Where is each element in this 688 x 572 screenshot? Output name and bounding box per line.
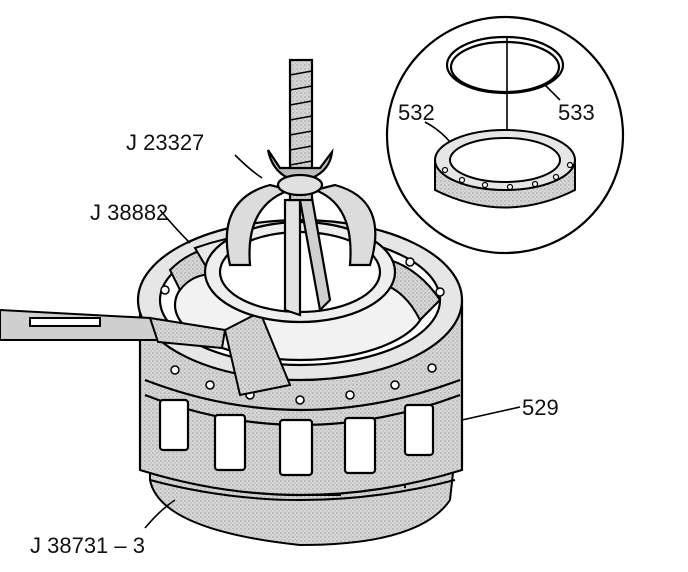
leader-533 [544, 84, 561, 101]
detail-inset [385, 15, 625, 255]
leader-j38882 [159, 209, 191, 244]
callout-j38731-3: J 38731 – 3 [30, 533, 145, 558]
callout-j23327: J 23327 [126, 130, 204, 155]
callout-532: 532 [398, 100, 435, 125]
callout-j38882: J 38882 [90, 200, 168, 225]
spring-assembly-532 [434, 129, 576, 209]
leader-532 [424, 121, 451, 143]
callout-529: 529 [522, 395, 559, 420]
screwdriver [0, 308, 227, 350]
leader-529 [461, 406, 521, 421]
compressor-tool-j23327 [203, 58, 397, 324]
leader-lines [144, 84, 561, 529]
snap-ring-533 [445, 35, 565, 95]
callout-533: 533 [558, 100, 595, 125]
leader-j38731-3 [144, 499, 176, 529]
leader-j23327 [234, 154, 263, 179]
